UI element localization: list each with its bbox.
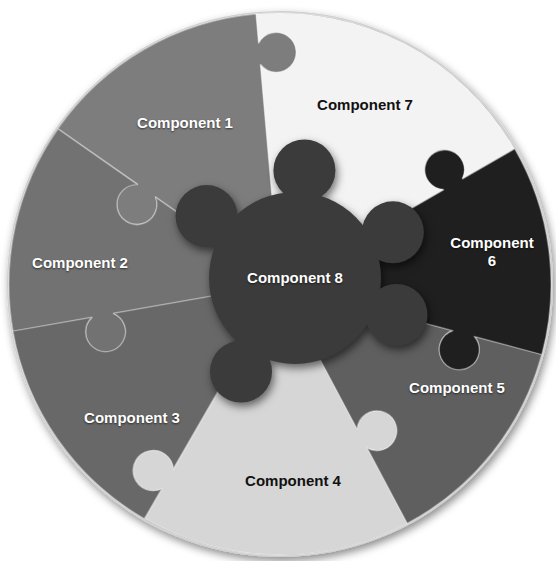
- component-label: Component 1: [137, 114, 233, 132]
- piece-tab: [210, 341, 272, 403]
- piece-tab: [362, 201, 424, 263]
- piece-tab: [176, 185, 238, 247]
- component-label: Component 6: [450, 234, 533, 270]
- component-label: Component 2: [32, 254, 128, 272]
- puzzle-piece: Component 8: [145, 128, 445, 428]
- component-label: Component 8: [247, 269, 343, 287]
- component-label: Component 7: [317, 96, 413, 114]
- component-label: Component 3: [84, 409, 180, 427]
- component-label: Component 4: [245, 472, 341, 490]
- component-label: Component 5: [409, 379, 505, 397]
- disc-rim: [8, 12, 552, 556]
- piece-tab: [365, 284, 427, 346]
- center-piece-shape: [176, 139, 428, 402]
- piece-tab: [273, 139, 335, 201]
